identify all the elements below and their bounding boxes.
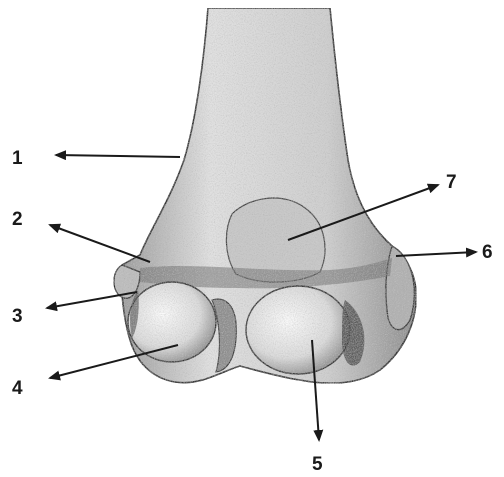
- leader-line-6: [396, 252, 476, 256]
- leader-line-1: [56, 155, 180, 157]
- label-7: 7: [446, 172, 457, 193]
- label-2: 2: [12, 209, 23, 230]
- label-4: 4: [12, 378, 23, 399]
- label-5: 5: [312, 454, 323, 475]
- capitulum: [128, 282, 216, 362]
- label-6: 6: [482, 242, 493, 263]
- humerus-bone: [114, 8, 416, 383]
- trochlea: [246, 286, 350, 374]
- leader-line-2: [50, 225, 150, 262]
- label-1: 1: [12, 148, 23, 169]
- lateral-epicondyle: [386, 246, 414, 330]
- label-3: 3: [12, 306, 23, 327]
